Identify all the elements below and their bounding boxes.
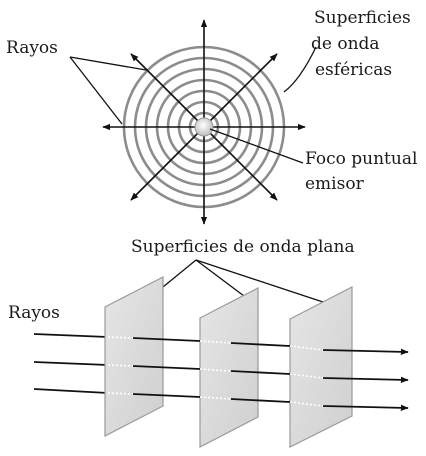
ray-segment bbox=[33, 361, 109, 366]
ray-up-left bbox=[130, 53, 205, 128]
plane-rays bbox=[132, 337, 409, 412]
spherical-label-line2: de onda bbox=[311, 34, 380, 54]
point-source bbox=[194, 117, 214, 137]
plane-label: Superficies de onda plana bbox=[131, 237, 355, 257]
spherical-label-line3: esféricas bbox=[315, 60, 392, 80]
ray-through-plane bbox=[107, 364, 134, 367]
rays-label-top: Rayos bbox=[6, 38, 58, 58]
ray-segment bbox=[230, 370, 291, 375]
plane-wavefront-2 bbox=[199, 287, 259, 448]
ray-arrow bbox=[322, 404, 409, 412]
rays-label-bottom: Rayos bbox=[8, 303, 60, 323]
ray-through-plane bbox=[289, 401, 324, 407]
ray-segment bbox=[33, 388, 109, 394]
ray-arrow bbox=[322, 376, 409, 384]
ray-segment bbox=[230, 342, 291, 347]
ray-down-left bbox=[130, 126, 205, 201]
plane-wavefront-3 bbox=[289, 286, 353, 448]
source-leader-line bbox=[209, 128, 304, 164]
rays-behind bbox=[33, 333, 109, 394]
rays-leader-line bbox=[69, 56, 123, 125]
ray-through-plane bbox=[289, 345, 324, 351]
ray-through-plane bbox=[199, 340, 232, 344]
ray-through-plane bbox=[107, 392, 134, 395]
spherical-label-line1: Superficies bbox=[314, 8, 411, 28]
radial-rays bbox=[102, 19, 306, 225]
top-leader-lines bbox=[69, 46, 317, 164]
ray-through-plane bbox=[107, 336, 134, 339]
ray-segment bbox=[132, 393, 201, 398]
plane-leader-line bbox=[195, 259, 245, 297]
spherical-leader-line bbox=[283, 46, 317, 93]
ray-segment bbox=[132, 337, 201, 342]
plane-wavefronts bbox=[104, 276, 353, 448]
ray-through-plane bbox=[289, 373, 324, 379]
source-label-line1: Foco puntual bbox=[305, 149, 417, 169]
plane-leader-line bbox=[195, 259, 336, 307]
rays-leader-line bbox=[69, 56, 147, 71]
ray-through-plane bbox=[199, 396, 232, 400]
ray-segment bbox=[33, 333, 109, 338]
ray-crossing-dots bbox=[107, 336, 324, 407]
ray-up-right bbox=[203, 53, 278, 128]
plane-wavefront-1 bbox=[104, 276, 164, 437]
source-label-line2: emisor bbox=[305, 174, 365, 194]
ray-through-plane bbox=[199, 368, 232, 372]
ray-arrow bbox=[322, 348, 409, 356]
ray-segment bbox=[230, 398, 291, 403]
ray-segment bbox=[132, 365, 201, 370]
ray-down-right bbox=[203, 126, 278, 201]
